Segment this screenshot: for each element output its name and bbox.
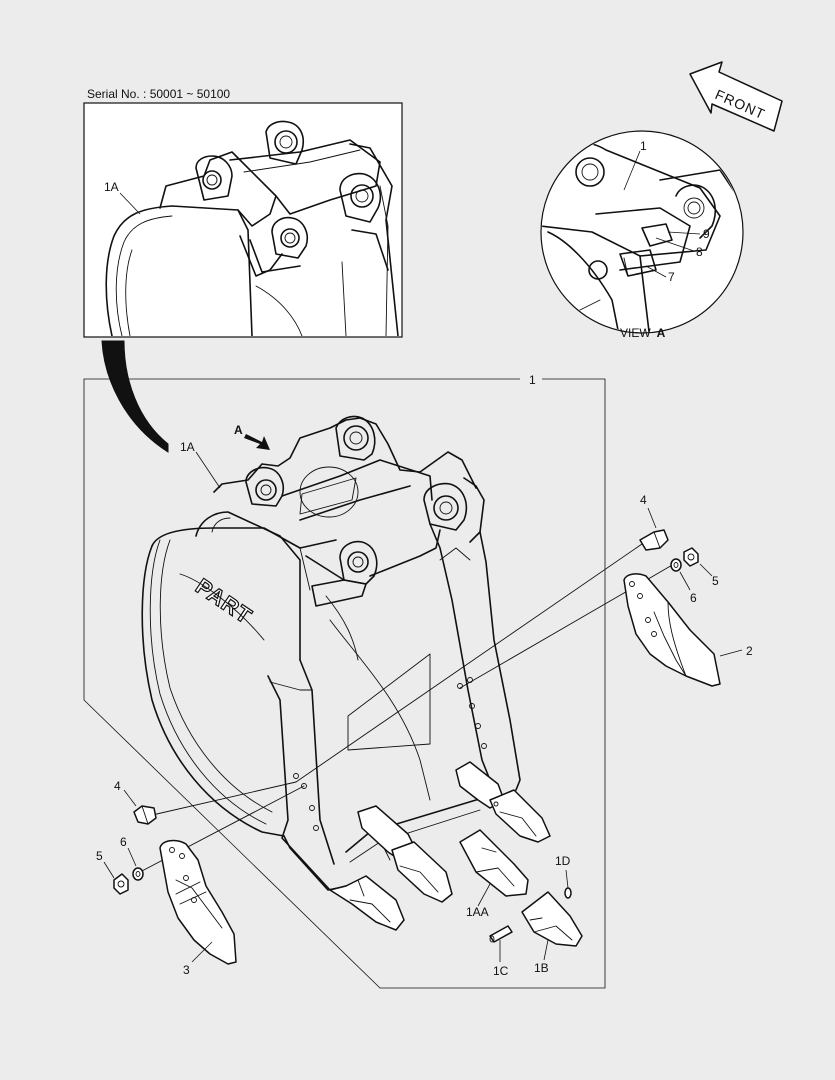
svg-text:2: 2 (746, 644, 753, 658)
left-washer-6: 6 (120, 835, 144, 881)
left-side-cutter-3: 3 (159, 839, 237, 977)
detail-inset-box: 1A (83, 102, 403, 338)
svg-text:3: 3 (183, 963, 190, 977)
left-nut-5: 5 (96, 849, 129, 895)
view-callout-8: 8 (696, 245, 703, 259)
svg-text:6: 6 (120, 835, 127, 849)
bucket-top-detail-drawing (105, 120, 399, 336)
detail-transfer-arrow (101, 340, 169, 453)
assembly-frame (83, 378, 606, 989)
tooth-point-part: 1B (521, 891, 583, 975)
right-side-cutter-assembly: 4 5 6 2 (295, 493, 753, 783)
view-callout-9: 9 (703, 227, 710, 241)
view-callout-1: 1 (640, 139, 647, 153)
bucket-teeth (329, 761, 551, 931)
svg-text:A: A (234, 423, 243, 437)
serial-number-label: Serial No. : 50001 ~ 50100 (87, 87, 230, 101)
svg-text:6: 6 (690, 591, 697, 605)
tooth-adapter-part: 1AA (459, 829, 529, 919)
callout-1B: 1B (534, 961, 549, 975)
view-a-direction-arrow: A (234, 423, 270, 450)
right-washer-6: 6 (670, 558, 697, 605)
svg-text:5: 5 (96, 849, 103, 863)
callout-1-assembly: 1 (529, 373, 536, 387)
callout-1A-main: 1A (180, 440, 195, 454)
callout-1A-detail: 1A (104, 180, 119, 194)
left-side-cutter-assembly: 4 6 5 3 (96, 779, 305, 977)
lock-washer-part: 1D (555, 854, 572, 899)
svg-text:5: 5 (712, 574, 719, 588)
view-callout-7: 7 (668, 270, 675, 284)
right-nut-5: 5 (683, 547, 719, 588)
callout-1C: 1C (493, 964, 509, 978)
right-bolt-4: 4 (639, 493, 669, 551)
front-direction-arrow: FRONT (689, 61, 783, 132)
callout-1AA: 1AA (466, 905, 489, 919)
svg-text:4: 4 (640, 493, 647, 507)
right-side-cutter-2: 2 (623, 573, 753, 687)
svg-text:4: 4 (114, 779, 121, 793)
callout-1D: 1D (555, 854, 571, 868)
bucket-main-drawing: PART (141, 415, 521, 891)
left-bolt-4: 4 (114, 779, 157, 825)
lock-pin-part: 1C (489, 925, 513, 978)
